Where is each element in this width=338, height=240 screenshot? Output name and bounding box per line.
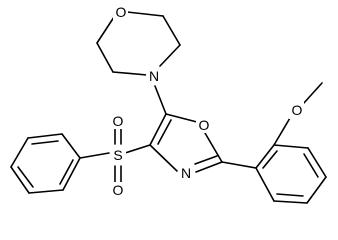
bond-aryl-inner-c bbox=[262, 150, 278, 169]
atom-sulfonyl-oxygen-top: O bbox=[113, 113, 124, 129]
bond-phenyl-1-2 bbox=[61, 133, 81, 159]
molecule-structure: O N O N S O O O bbox=[10, 4, 327, 204]
atom-morpholine-oxygen: O bbox=[116, 4, 127, 20]
bond-phenyl-5-6 bbox=[28, 189, 64, 194]
bond-phenyl-inner-a bbox=[31, 140, 59, 145]
bond-phenyl-4-5 bbox=[10, 166, 30, 194]
bond-oxazole-c2-n3-inner bbox=[194, 155, 218, 165]
bond-morpholine-c3-c4 bbox=[162, 15, 181, 46]
bond-aryl-inner-a bbox=[303, 153, 319, 178]
bond-c2-aryl bbox=[221, 161, 257, 169]
atom-oxazole-oxygen: O bbox=[199, 117, 210, 133]
bond-aryl-o-methoxy bbox=[273, 117, 291, 146]
bonds bbox=[10, 11, 327, 204]
bond-aryl-4-5 bbox=[306, 176, 327, 204]
bond-morpholine-c4-o bbox=[126, 11, 164, 17]
bond-aryl-5-6 bbox=[273, 200, 308, 204]
bond-phenyl-inner-c bbox=[59, 159, 74, 185]
atom-morpholine-nitrogen: N bbox=[149, 68, 159, 84]
bond-phenyl-inner-b bbox=[17, 166, 34, 188]
bond-oxazole-c4-c5 bbox=[149, 113, 167, 146]
bond-oxazole-c2-n3 bbox=[195, 161, 223, 173]
bond-oxazole-c4-c5-inner bbox=[157, 119, 172, 145]
bond-aryl-6-1 bbox=[255, 167, 275, 202]
bond-phenyl-3-4 bbox=[10, 137, 29, 168]
bond-morpholine-c2-n bbox=[112, 71, 148, 76]
atom-methoxy-oxygen: O bbox=[292, 102, 303, 118]
bond-sulfur-phenyl bbox=[79, 152, 110, 159]
bond-morpholine-n-c3 bbox=[159, 44, 181, 67]
bond-phenyl-2-3 bbox=[27, 133, 63, 139]
bond-oxazole-n3-c4 bbox=[149, 144, 178, 172]
bond-aryl-2-3 bbox=[273, 144, 309, 149]
atom-sulfonyl-oxygen-bottom: O bbox=[113, 182, 124, 198]
bond-c4-sulfur bbox=[124, 144, 151, 154]
atom-labels: O N O N S O O O bbox=[111, 4, 304, 199]
bond-morpholine-c1-c2 bbox=[96, 42, 114, 73]
bond-aryl-inner-b bbox=[276, 193, 304, 197]
bond-phenyl-6-1 bbox=[62, 157, 81, 191]
structure-canvas: O N O N S O O O bbox=[10, 4, 327, 204]
bond-oxazole-c5-o1 bbox=[165, 113, 198, 123]
atom-sulfonyl-sulfur: S bbox=[113, 147, 122, 163]
atom-oxazole-nitrogen: N bbox=[181, 165, 191, 181]
bond-o-methyl bbox=[302, 82, 323, 105]
bond-aryl-3-4 bbox=[307, 147, 327, 178]
bond-aryl-1-2 bbox=[255, 144, 275, 169]
bond-n-oxazole-c5 bbox=[154, 85, 167, 115]
bond-morpholine-o-c1 bbox=[96, 13, 117, 44]
bond-oxazole-o1-c2 bbox=[204, 132, 223, 163]
